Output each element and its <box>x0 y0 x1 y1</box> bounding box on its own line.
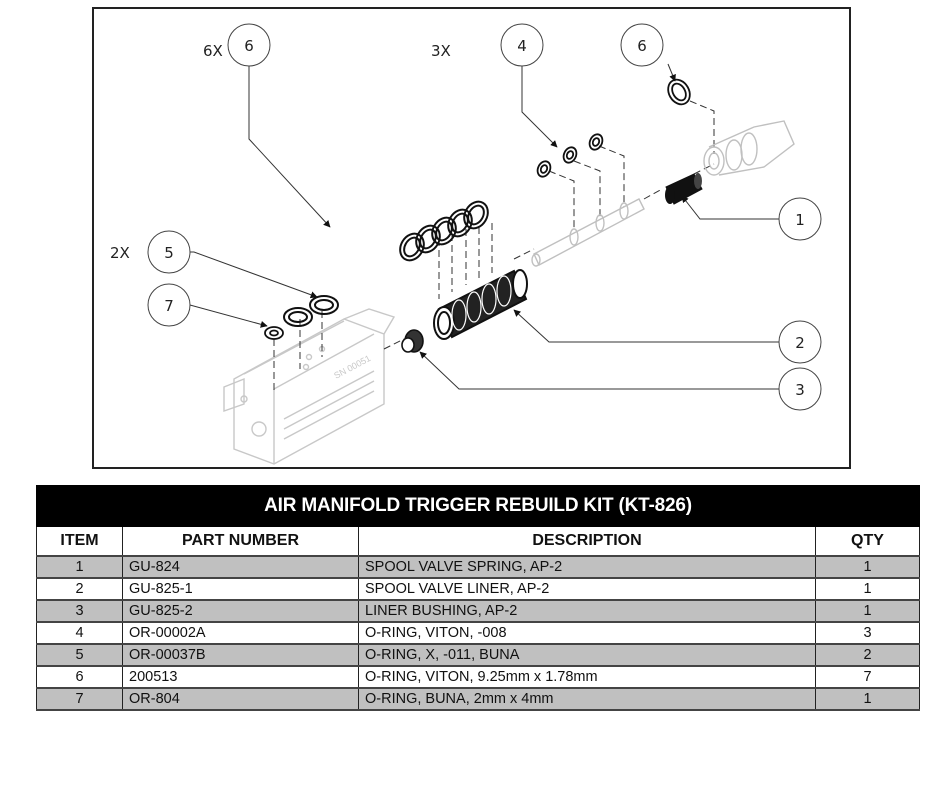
manifold-housing: SN 00051 <box>223 308 396 465</box>
cell-part-number: OR-00037B <box>122 643 359 667</box>
cell-item: 3 <box>36 599 123 623</box>
table-row: 4 OR-00002A O-RING, VITON, -008 3 <box>36 621 920 645</box>
cell-item: 1 <box>36 555 123 579</box>
parts-table: AIR MANIFOLD TRIGGER REBUILD KIT (KT-826… <box>36 485 920 711</box>
callout-qty-label: 6X <box>203 42 223 60</box>
callout-number: 4 <box>517 37 527 55</box>
callout-7: 7 <box>147 283 191 327</box>
leader-lines <box>164 49 780 390</box>
column-header-qty: QTY <box>815 526 920 557</box>
callout-number: 6 <box>244 37 254 55</box>
cell-part-number: GU-825-2 <box>122 599 359 623</box>
liner-bushing <box>401 329 424 353</box>
cell-qty: 1 <box>815 687 920 711</box>
callout-4: 3X 4 <box>431 23 544 67</box>
cell-qty: 1 <box>815 555 920 579</box>
table-title-row: AIR MANIFOLD TRIGGER REBUILD KIT (KT-826… <box>36 485 920 527</box>
cell-description: O-RING, VITON, -008 <box>358 621 816 645</box>
cell-item: 7 <box>36 687 123 711</box>
cell-part-number: OR-00002A <box>122 621 359 645</box>
table-row: 5 OR-00037B O-RING, X, -011, BUNA 2 <box>36 643 920 667</box>
spool-valve-liner <box>433 269 528 340</box>
o-ring-item-6-single <box>667 78 691 106</box>
table-row: 1 GU-824 SPOOL VALVE SPRING, AP-2 1 <box>36 555 920 579</box>
o-rings-item-5 <box>283 295 339 327</box>
callout-1: 1 <box>778 197 822 241</box>
cell-description: O-RING, VITON, 9.25mm x 1.78mm <box>358 665 816 689</box>
leader-1 <box>681 195 780 220</box>
cell-qty: 1 <box>815 577 920 601</box>
cell-qty: 3 <box>815 621 920 645</box>
cell-description: SPOOL VALVE LINER, AP-2 <box>358 577 816 601</box>
table-row: 3 GU-825-2 LINER BUSHING, AP-2 1 <box>36 599 920 623</box>
callout-number: 5 <box>164 244 174 262</box>
leader-4 <box>521 64 558 148</box>
leader-3 <box>419 351 780 390</box>
cell-part-number: 200513 <box>122 665 359 689</box>
callout-qty-label: 2X <box>110 244 130 262</box>
assembly-lines <box>273 100 715 394</box>
cell-description: LINER BUSHING, AP-2 <box>358 599 816 623</box>
o-ring-stack-item-6 <box>399 200 489 262</box>
column-header-part-number: PART NUMBER <box>122 526 359 557</box>
o-ring-item-7 <box>264 326 284 340</box>
leader-6-left <box>248 49 331 228</box>
column-header-item: ITEM <box>36 526 123 557</box>
table-header-row: ITEM PART NUMBER DESCRIPTION QTY <box>36 526 920 557</box>
column-header-description: DESCRIPTION <box>358 526 816 557</box>
table-title: AIR MANIFOLD TRIGGER REBUILD KIT (KT-826… <box>36 485 920 527</box>
cell-description: O-RING, X, -011, BUNA <box>358 643 816 667</box>
table-row: 6 200513 O-RING, VITON, 9.25mm x 1.78mm … <box>36 665 920 689</box>
cell-item: 5 <box>36 643 123 667</box>
cell-qty: 7 <box>815 665 920 689</box>
exploded-diagram: SN 00051 <box>92 7 851 469</box>
o-rings-item-4 <box>536 133 604 178</box>
callout-5: 2X 5 <box>110 230 191 274</box>
callout-3: 3 <box>778 367 822 411</box>
spool-valve-spring <box>665 173 703 205</box>
cell-part-number: OR-804 <box>122 687 359 711</box>
callout-number: 2 <box>795 334 805 352</box>
callout-qty-label: 3X <box>431 42 451 60</box>
spool-shaft <box>531 198 645 267</box>
diagram-svg: SN 00051 <box>110 23 822 465</box>
callout-number: 6 <box>637 37 647 55</box>
callout-number: 7 <box>164 297 174 315</box>
callout-6-top-left: 6X 6 <box>203 23 271 67</box>
callout-6-top-right: 6 <box>620 23 664 67</box>
cell-part-number: GU-825-1 <box>122 577 359 601</box>
callout-number: 3 <box>795 381 805 399</box>
table-row: 7 OR-804 O-RING, BUNA, 2mm x 4mm 1 <box>36 687 920 711</box>
callout-number: 1 <box>795 211 805 229</box>
housing-serial-label: SN 00051 <box>332 353 372 381</box>
cell-description: SPOOL VALVE SPRING, AP-2 <box>358 555 816 579</box>
cell-qty: 1 <box>815 599 920 623</box>
callout-2: 2 <box>778 320 822 364</box>
fitting <box>703 120 795 176</box>
leader-6-right <box>667 63 676 82</box>
cell-item: 4 <box>36 621 123 645</box>
cell-part-number: GU-824 <box>122 555 359 579</box>
table-row: 2 GU-825-1 SPOOL VALVE LINER, AP-2 1 <box>36 577 920 601</box>
cell-item: 6 <box>36 665 123 689</box>
leader-2 <box>513 309 780 343</box>
cell-item: 2 <box>36 577 123 601</box>
cell-qty: 2 <box>815 643 920 667</box>
cell-description: O-RING, BUNA, 2mm x 4mm <box>358 687 816 711</box>
